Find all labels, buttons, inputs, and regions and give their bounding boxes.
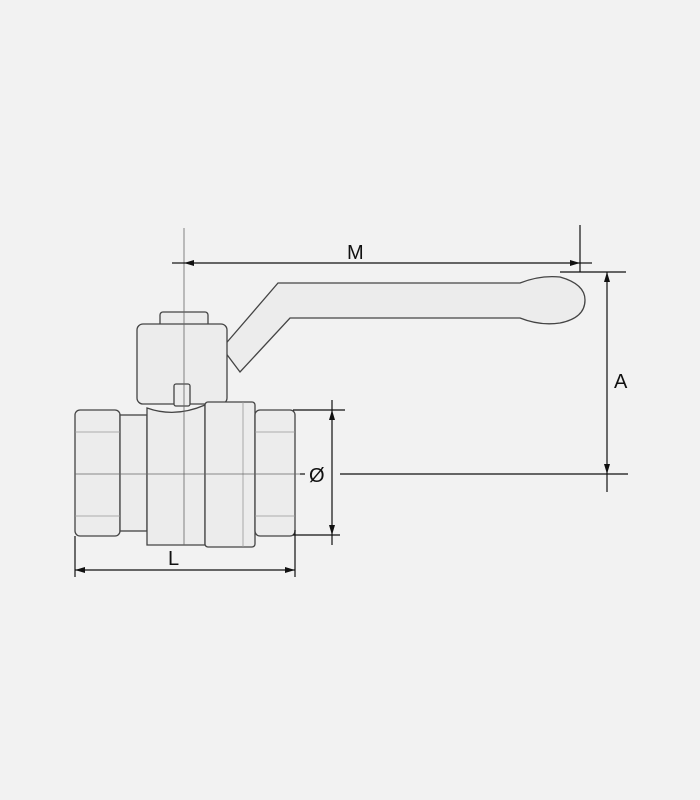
center-lines [75, 228, 300, 545]
lever-handle [221, 275, 586, 374]
label-m: M [347, 242, 364, 264]
stop-pin [173, 383, 191, 407]
label-diameter: Ø [309, 465, 325, 487]
left-hex-end [74, 409, 121, 537]
right-body [204, 401, 256, 548]
valve-body [146, 404, 206, 546]
label-a: A [614, 371, 628, 393]
label-l: L [168, 548, 179, 570]
dimension-lines [74, 225, 628, 577]
right-hex-end [254, 409, 296, 537]
left-neck [119, 414, 148, 532]
valve [74, 275, 586, 548]
